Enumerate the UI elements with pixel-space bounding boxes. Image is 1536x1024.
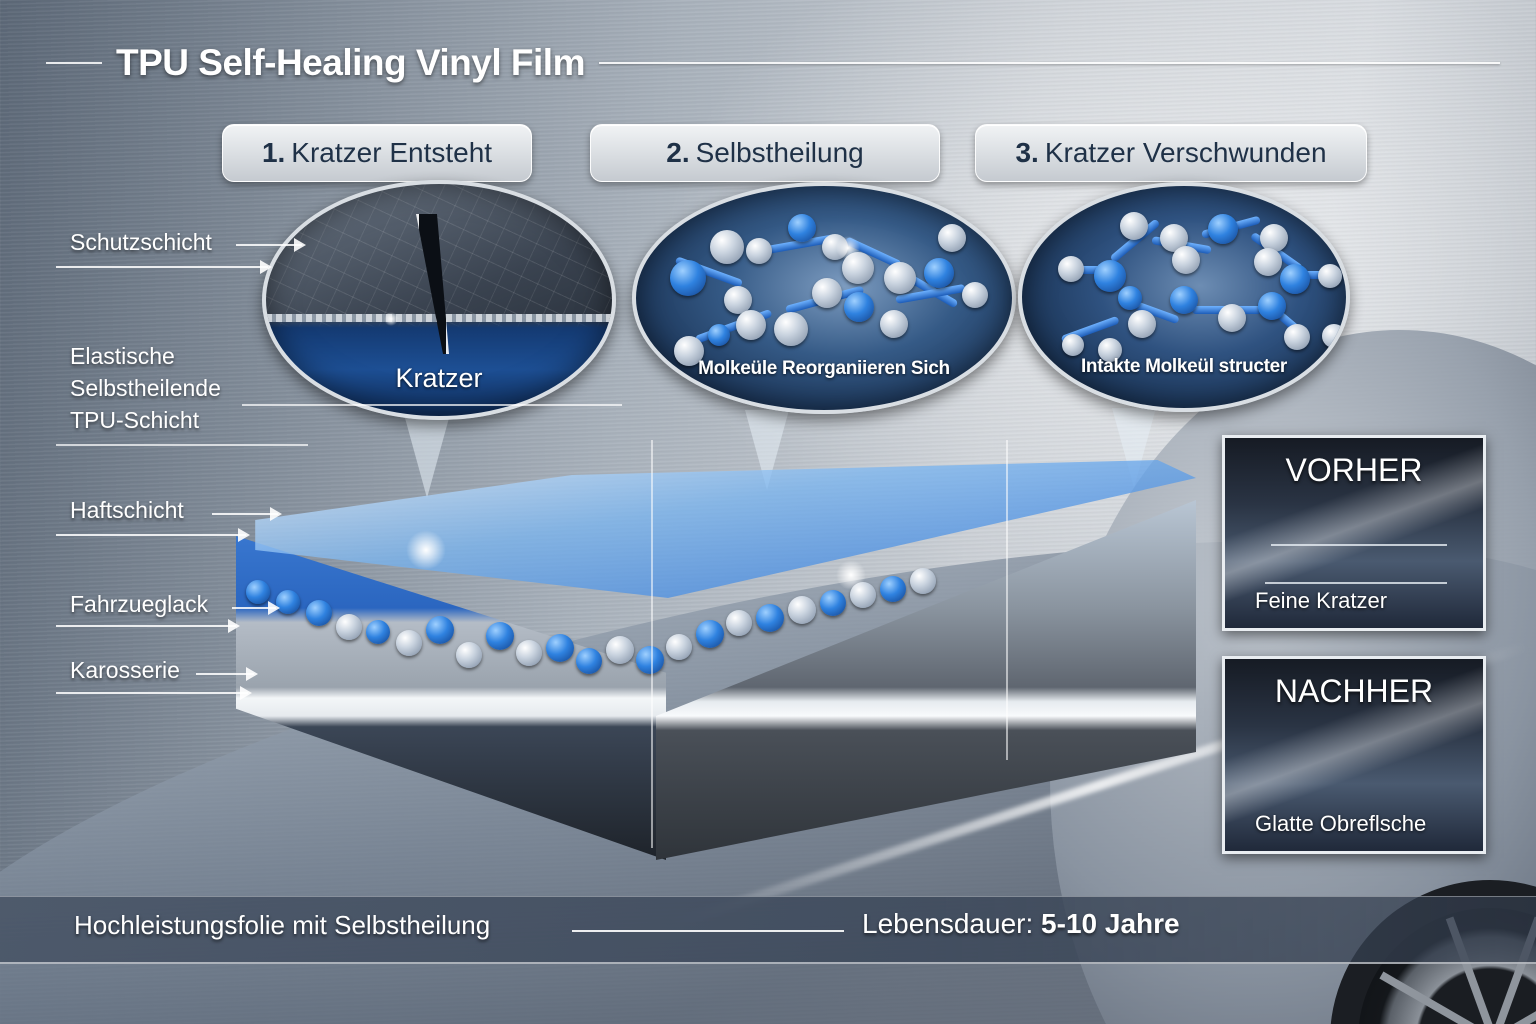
page-title: TPU Self-Healing Vinyl Film: [116, 42, 585, 83]
leader-line: [56, 444, 308, 446]
molecules-reorganize-bubble: Molkeüle Reorganiieren Sich: [632, 182, 1016, 414]
leader-line: [242, 404, 622, 406]
title-rule-left: [46, 62, 102, 64]
sparkle-icon: [406, 530, 446, 570]
before-caption: Feine Kratzer: [1255, 588, 1388, 613]
sparkle-icon: [384, 312, 398, 326]
after-panel: NACHHER Glatte Obreflsche: [1222, 656, 1486, 854]
step-number: 1.: [261, 137, 286, 168]
label-line: Selbstheilende: [70, 375, 221, 401]
arrow-icon: [212, 507, 282, 521]
fine-scratch-line: [1271, 544, 1447, 546]
stage-divider: [651, 440, 653, 848]
arrow-icon: [56, 260, 272, 274]
step-number: 3.: [1015, 137, 1039, 168]
step-2-label: 2. Selbstheilung: [590, 124, 940, 182]
label-line: Elastische: [70, 343, 175, 369]
footer-divider: [572, 930, 844, 932]
intact-molecules-bubble: Intakte Molkeül structer: [1018, 182, 1350, 412]
tpu-molecule-chain: [236, 550, 956, 674]
layer-label-tpu: Elastische Selbstheilende TPU-Schicht: [70, 340, 221, 436]
footer-lifespan: Lebensdauer: 5-10 Jahre: [862, 908, 1180, 940]
title-rule-right: [598, 62, 1500, 64]
arrow-icon: [56, 686, 252, 700]
arrow-icon: [56, 619, 240, 633]
arrow-icon: [232, 601, 280, 615]
step-3-label: 3. Kratzer Verschwunden: [975, 124, 1367, 182]
step-text: Selbstheilung: [695, 137, 864, 168]
intact-caption: Intakte Molkeül structer: [1080, 356, 1288, 377]
scratch-groove-icon: [416, 214, 449, 354]
step-1-label: 1. Kratzer Entsteht: [222, 124, 532, 182]
footer-tagline: Hochleistungsfolie mit Selbstheilung: [74, 910, 491, 940]
after-title: NACHHER: [1274, 673, 1434, 709]
step-text: Kratzer Verschwunden: [1044, 137, 1327, 168]
bubble-1-pointer: [405, 418, 449, 498]
before-panel: VORHER Feine Kratzer: [1222, 435, 1486, 631]
scratch-closeup-bubble: Kratzer: [262, 180, 616, 420]
layer-label-adhesive: Haftschicht: [70, 497, 184, 523]
lifespan-label: Lebensdauer:: [862, 908, 1034, 939]
stage-divider: [1006, 440, 1008, 760]
title-row: TPU Self-Healing Vinyl Film: [46, 38, 1500, 88]
label-line: TPU-Schicht: [70, 407, 200, 433]
sparkle-icon: [836, 560, 866, 590]
step-number: 2.: [666, 137, 690, 168]
lifespan-value: 5-10 Jahre: [1041, 908, 1180, 939]
film-layer-cross-section: [236, 440, 1206, 860]
arrow-icon: [196, 667, 258, 681]
scratch-caption: Kratzer: [395, 363, 483, 393]
fine-scratch-line: [1265, 582, 1447, 584]
arrow-icon: [56, 528, 250, 542]
layer-label-protective: Schutzschicht: [70, 229, 212, 255]
layer-label-paint: Fahrzueglack: [70, 591, 209, 617]
before-title: VORHER: [1285, 452, 1423, 488]
sparkle-icon: [836, 236, 860, 260]
arrow-icon: [236, 238, 306, 252]
after-caption: Glatte Obreflsche: [1255, 811, 1427, 836]
step-text: Kratzer Entsteht: [291, 137, 493, 168]
layer-label-body: Karosserie: [70, 657, 180, 683]
reorganize-caption: Molkeüle Reorganiieren Sich: [698, 358, 950, 379]
